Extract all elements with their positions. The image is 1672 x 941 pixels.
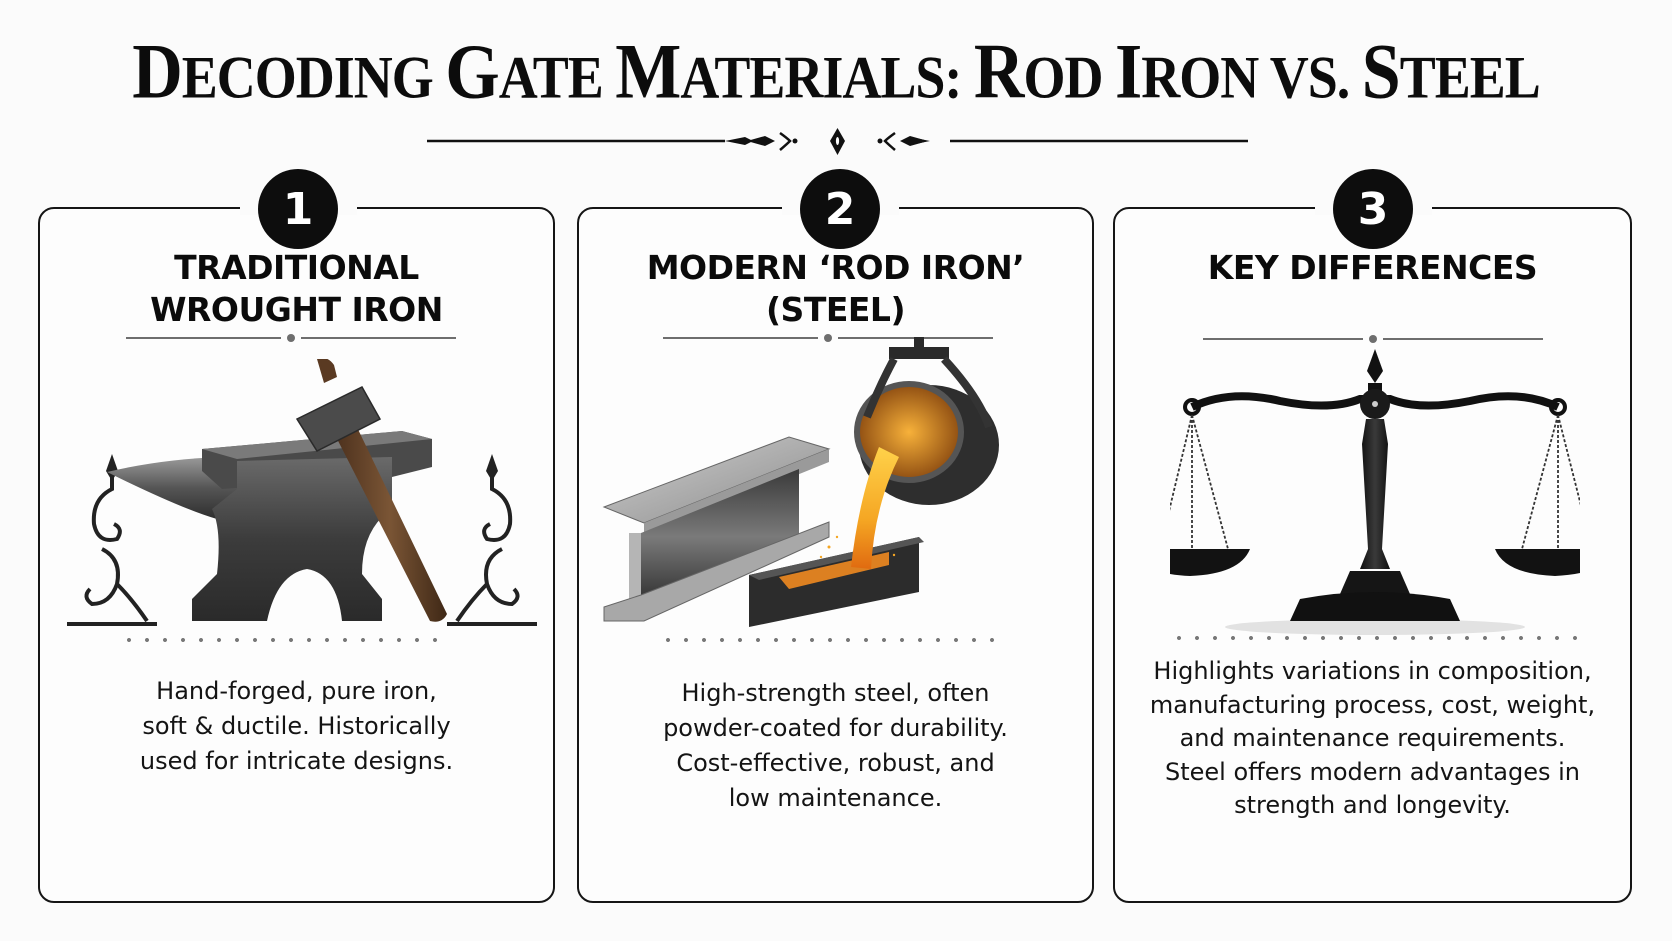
balance-scale-illustration (1170, 349, 1580, 635)
scrollwork-right (447, 469, 537, 626)
scrollwork-left (67, 469, 157, 626)
heading-line: WROUGHT IRON (150, 290, 443, 329)
title-fragment: G (445, 29, 499, 116)
description-line: low maintenance. (728, 784, 943, 812)
description-line: used for intricate designs. (139, 747, 454, 775)
description-line: powder-coated for durability. (663, 714, 1008, 742)
steel-beam-molten-ladle-illustration (602, 337, 999, 627)
flourish-divider-icon (427, 128, 1248, 155)
description-line: High-strength steel, often (681, 679, 990, 707)
heading-line: (STEEL) (765, 290, 906, 329)
title-fragment: R (973, 29, 1025, 116)
panel-traditional-wrought-iron: 1 TRADITIONAL WROUGHT IRON (38, 169, 555, 903)
title-fragment: I (1114, 29, 1142, 116)
panel-key-differences: 3 KEY DIFFERENCES (1113, 169, 1632, 903)
title-fragment: TEEL (1399, 43, 1541, 111)
title-fragment: S (1361, 29, 1401, 116)
title-fragment: D (132, 29, 183, 116)
anvil-hammer-illustration (67, 359, 537, 626)
description-line: and maintenance requirements. (1179, 724, 1566, 752)
panel-heading: KEY DIFFERENCES (1115, 247, 1630, 289)
panel-heading: TRADITIONAL WROUGHT IRON (40, 247, 553, 331)
dotted-divider (120, 637, 440, 643)
title-fragment: OD (1023, 43, 1115, 111)
step-number-badge: 2 (800, 169, 880, 249)
title-fragment: RON VS. (1141, 43, 1362, 111)
description-line: Hand-forged, pure iron, (156, 677, 437, 705)
heading-divider (1203, 334, 1543, 344)
page-title: DECODING GATE MATERIALS: ROD IRON VS. ST… (0, 28, 1672, 118)
description-line: Steel offers modern advantages in (1165, 757, 1580, 786)
panel-description: High-strength steel, often powder-coated… (579, 676, 1092, 816)
title-fragment: ECODING (181, 43, 446, 111)
panel-modern-rod-iron-steel: 2 MODERN ‘ROD IRON’ (STEEL) (577, 169, 1094, 903)
step-number-badge: 3 (1333, 169, 1413, 249)
title-fragment: ATE (498, 43, 616, 111)
panel-heading: MODERN ‘ROD IRON’ (STEEL) (579, 247, 1092, 331)
heading-line: KEY DIFFERENCES (1207, 248, 1538, 287)
description-line: manufacturing process, cost, weight, (1149, 690, 1596, 719)
dotted-divider (1170, 635, 1580, 641)
description-line: soft & ductile. Historically (142, 712, 451, 740)
heading-divider (126, 333, 456, 343)
title-fragment: M (615, 29, 681, 116)
step-number-badge: 1 (258, 169, 338, 249)
title-fragment: ATERIALS: (680, 43, 974, 111)
heading-line: TRADITIONAL (174, 248, 419, 287)
heading-line: MODERN ‘ROD IRON’ (646, 248, 1025, 287)
description-line: Cost-effective, robust, and (676, 749, 995, 777)
panel-description: Highlights variations in composition, ma… (1115, 655, 1630, 823)
description-line: Highlights variations in composition, (1153, 657, 1592, 685)
description-line: strength and longevity. (1234, 791, 1511, 819)
panel-description: Hand-forged, pure iron, soft & ductile. … (40, 674, 553, 779)
dotted-divider (659, 637, 999, 643)
